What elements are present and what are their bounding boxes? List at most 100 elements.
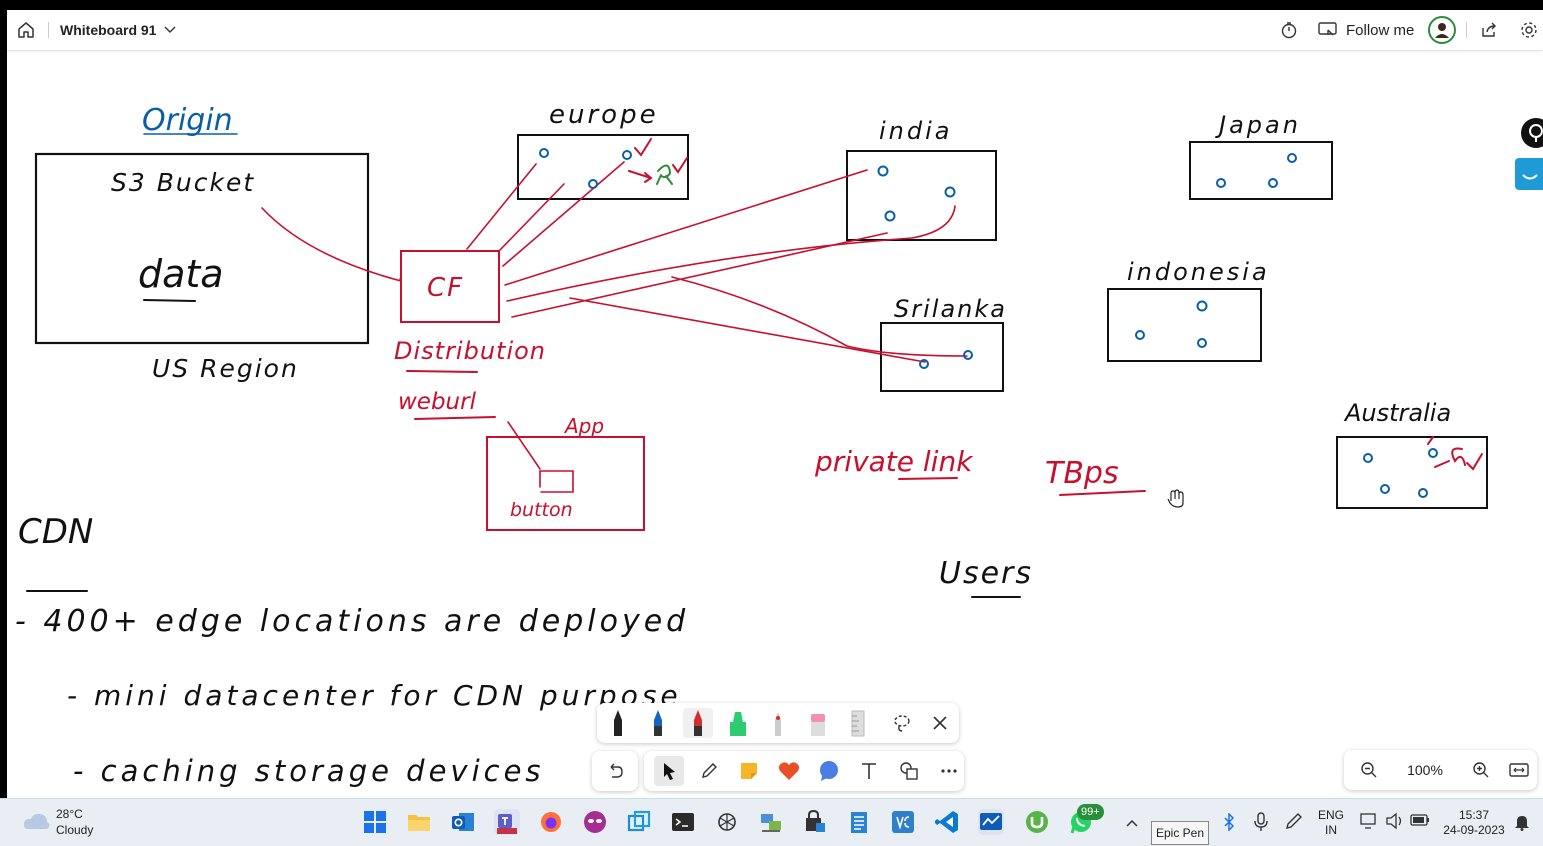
pen-palette [597,703,959,743]
user-marks [628,138,1483,471]
network-tool-icon[interactable] [758,809,784,835]
australia-label: Australia [1343,399,1451,427]
weather-temperature[interactable]: 28°C [56,807,83,821]
more-icon[interactable] [934,756,964,786]
language-indicator[interactable]: ENG IN [1314,808,1348,838]
tool-bar [644,751,964,791]
text-icon[interactable] [854,756,884,786]
bullet-caching: - caching storage devices [73,754,545,788]
blue-pen-icon[interactable] [643,708,673,738]
virtual-desktop-icon[interactable] [626,809,652,835]
cdn-label: CDN [18,512,93,552]
zoom-level[interactable]: 100% [1407,762,1443,778]
bullet-mini-datacenter: - mini datacenter for CDN purpose [67,679,682,712]
epic-pen-tooltip: Epic Pen [1151,821,1209,845]
srilanka-box [880,322,1004,392]
origin-label: Origin [142,103,233,138]
red-underlines [406,370,1146,496]
home-icon[interactable] [15,10,37,50]
cloud-icon [22,811,50,836]
lightbulb-icon[interactable] [1521,118,1543,148]
s3-bucket-box [34,152,370,345]
side-panel-tabs [1513,114,1543,194]
sticky-note-icon[interactable] [734,756,764,786]
outlook-icon[interactable] [450,809,476,835]
fit-icon[interactable] [1504,755,1534,785]
marker-icon[interactable] [763,708,793,738]
microphone-icon[interactable] [1254,812,1268,837]
display-icon[interactable] [1360,812,1378,835]
india-box [846,150,997,241]
users-label: Users [939,556,1033,591]
europe-box [517,134,689,200]
file-explorer-icon[interactable] [406,809,432,835]
windows-taskbar: 28°C Cloudy 99+ Epic Pen ENG IN 15:37 24… [0,798,1543,846]
bluetooth-icon[interactable] [1222,812,1236,836]
s3-bucket-label: S3 Bucket [111,168,255,197]
red-pen-icon[interactable] [683,708,713,738]
follow-me-label: Follow me [1346,21,1415,39]
vpn-icon[interactable] [802,809,828,835]
notepad-icon[interactable] [846,809,872,835]
close-icon[interactable] [925,708,955,738]
srilanka-label: Srilanka [894,295,1007,323]
timer-icon[interactable] [1279,10,1299,50]
select-icon[interactable] [654,756,684,786]
gear-icon[interactable] [1519,10,1539,50]
lasso-icon[interactable] [887,708,917,738]
app-label: App [563,414,604,438]
follow-me-button[interactable]: Follow me [1318,10,1414,50]
chevron-down-icon [164,26,176,34]
chatgpt-icon[interactable] [714,809,740,835]
zoom-out-icon[interactable] [1354,755,1384,785]
region-code: IN [1325,823,1337,837]
language-code: ENG [1317,808,1344,822]
weather-description[interactable]: Cloudy [56,823,94,837]
notification-bell-icon[interactable] [1514,813,1530,836]
start-icon[interactable] [362,809,388,835]
share-icon[interactable] [1479,10,1499,50]
indonesia-label: indonesia [1127,258,1270,286]
data-label: data [138,252,224,296]
zoom-in-icon[interactable] [1466,755,1496,785]
undo-button[interactable] [592,751,638,791]
app-box [486,436,645,531]
india-label: india [879,117,953,145]
cf-box [400,250,500,323]
board-title: Whiteboard 91 [60,22,157,38]
black-pen-icon[interactable] [603,708,633,738]
vscode-alt-icon[interactable] [890,809,916,835]
whiteboard-icon[interactable] [978,809,1004,835]
button-sketch [539,470,574,493]
indonesia-box [1107,288,1262,362]
teams-icon[interactable] [494,809,520,835]
board-title-button[interactable]: Whiteboard 91 [60,10,176,50]
bullet-edge-locations: - 400+ edge locations are deployed [15,604,689,639]
us-region-label: US Region [152,354,299,383]
firefox-icon[interactable] [538,809,564,835]
heart-icon[interactable] [774,756,804,786]
pen-icon[interactable] [694,756,724,786]
tor-browser-icon[interactable] [582,809,608,835]
chat-icon[interactable] [814,756,844,786]
smile-icon[interactable] [1515,158,1543,190]
shapes-icon[interactable] [894,756,924,786]
australia-box [1336,436,1488,509]
terminal-icon[interactable] [670,809,696,835]
chevron-up-icon[interactable] [1125,815,1139,833]
clock[interactable]: 15:37 24-09-2023 [1438,808,1510,838]
avatar[interactable] [1428,10,1456,50]
ruler-icon[interactable] [843,708,873,738]
top-bar: Whiteboard 91 Follow me [7,10,1543,51]
pen-tray-icon[interactable] [1285,812,1303,835]
highlighter-icon[interactable] [723,708,753,738]
underlines [26,299,1021,598]
eraser-icon[interactable] [803,708,833,738]
button-label: button [510,499,573,521]
volume-icon[interactable] [1385,812,1405,835]
battery-icon[interactable] [1410,813,1430,832]
clock-date: 24-09-2023 [1443,823,1505,837]
utorrent-icon[interactable] [1024,809,1050,835]
whiteboard-canvas[interactable]: Origin S3 Bucket data US Region CF Distr… [7,51,1543,798]
vscode-icon[interactable] [934,809,960,835]
